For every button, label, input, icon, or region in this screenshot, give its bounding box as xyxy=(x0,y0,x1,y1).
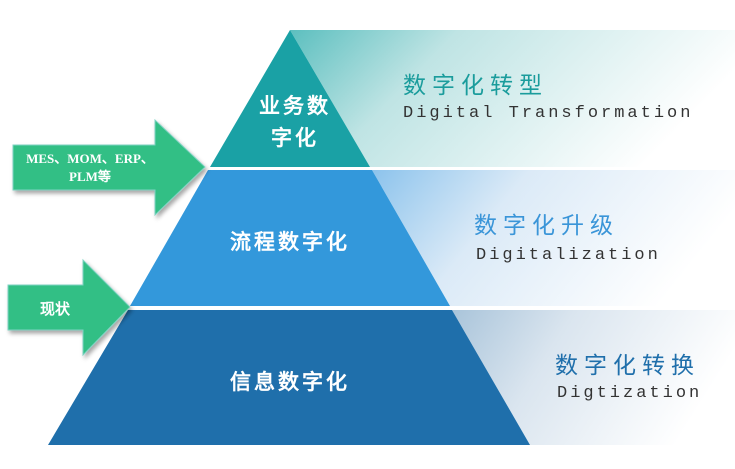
pyramid-level-middle xyxy=(130,170,450,306)
title-en-middle: Digitalization xyxy=(476,246,661,265)
band-background-3 xyxy=(452,310,735,445)
title-en-bottom: Digtization xyxy=(557,384,703,403)
title-cn-middle: 数字化升级 xyxy=(474,213,619,239)
band-background-1 xyxy=(290,30,735,167)
level-label-top: 业务数字化 xyxy=(240,90,350,154)
arrow-mes-shape xyxy=(12,118,206,217)
title-en-top: Digital Transformation xyxy=(403,104,694,123)
arrow-status-shape xyxy=(7,258,131,357)
level-label-bottom: 信息数字化 xyxy=(230,370,350,394)
pyramid-level-top xyxy=(210,30,370,167)
title-cn-bottom: 数字化转换 xyxy=(555,353,700,379)
title-cn-top: 数字化转型 xyxy=(403,73,548,99)
pyramid-level-bottom xyxy=(48,310,530,445)
level-label-text: 业务数字化 xyxy=(259,94,331,150)
arrow-mes-line2: PLM等 xyxy=(69,169,111,184)
arrow-status-label: 现状 xyxy=(39,302,70,318)
arrow-mes-line1: MES、MOM、ERP、 xyxy=(26,151,154,166)
arrow-mes-label: MES、MOM、ERP、 PLM等 xyxy=(20,150,160,186)
level-label-middle: 流程数字化 xyxy=(230,230,350,254)
band-background-2 xyxy=(372,170,735,306)
